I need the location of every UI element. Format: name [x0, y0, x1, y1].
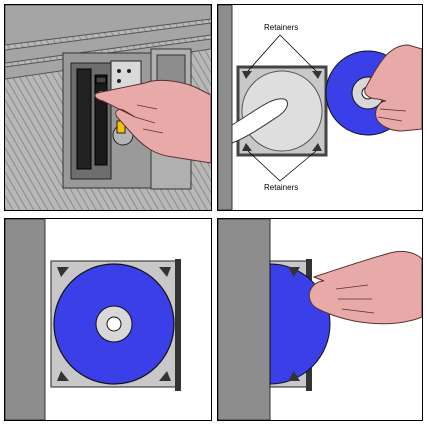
panel-push-tray: [217, 218, 423, 421]
drive-slot: [77, 69, 91, 169]
panel-2-drawing: [218, 5, 422, 210]
panel-disc-in-tray: [4, 218, 212, 421]
panel-4-drawing: [218, 219, 422, 420]
retainers-label-bottom: Retainers: [264, 183, 298, 192]
bezel-edge: [218, 5, 232, 210]
panel-1-drawing: [5, 5, 211, 210]
bezel-edge: [218, 219, 270, 420]
panel-press-eject: [4, 4, 212, 211]
drive-tray-door: [95, 75, 107, 165]
bezel-edge: [5, 219, 45, 420]
hand-pushing-icon: [309, 251, 422, 323]
eject-button[interactable]: [96, 77, 106, 83]
retainers-label-top: Retainers: [264, 23, 298, 32]
panel-remove-disc: Retainers Retainers: [217, 4, 423, 211]
panel-3-drawing: [5, 219, 211, 420]
tray-front: [175, 259, 181, 391]
